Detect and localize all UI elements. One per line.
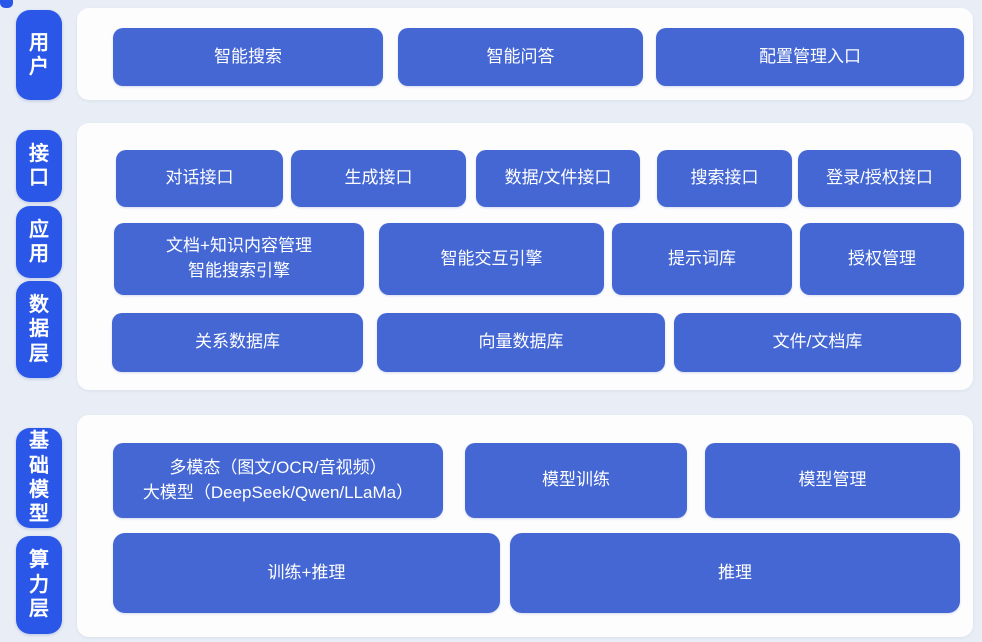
node-model-training: 模型训练 bbox=[465, 443, 687, 518]
node-relational-database: 关系数据库 bbox=[112, 313, 363, 372]
layer-pill-label: 用户 bbox=[29, 31, 49, 78]
node-data-file-api: 数据/文件接口 bbox=[476, 150, 640, 207]
node-file-document-store: 文件/文档库 bbox=[674, 313, 961, 372]
node-authorization-management: 授权管理 bbox=[800, 223, 964, 295]
node-training-plus-inference: 训练+推理 bbox=[113, 533, 500, 613]
layer-pill-label: 算力层 bbox=[29, 549, 49, 621]
cropped-shape-top-left bbox=[0, 0, 13, 8]
node-config-management-entry: 配置管理入口 bbox=[656, 28, 964, 86]
band-middle-layers: 接口 应用 数据层 对话接口 生成接口 数据/文件接口 搜索接口 登录/授权接口… bbox=[0, 123, 982, 390]
node-login-auth-api: 登录/授权接口 bbox=[798, 150, 961, 207]
layer-pill-data-layer: 数据层 bbox=[16, 281, 62, 378]
node-smart-search: 智能搜索 bbox=[113, 28, 383, 86]
layer-pill-label: 接口 bbox=[29, 142, 49, 189]
node-dialog-api: 对话接口 bbox=[116, 150, 283, 207]
layer-pill-label: 基础模型 bbox=[29, 430, 49, 526]
node-model-management: 模型管理 bbox=[705, 443, 960, 518]
node-prompt-library: 提示词库 bbox=[612, 223, 792, 295]
node-smart-qa: 智能问答 bbox=[398, 28, 643, 86]
band-user-layer: 用户 智能搜索 智能问答 配置管理入口 bbox=[0, 8, 982, 100]
layer-pill-label: 数据层 bbox=[29, 293, 49, 365]
node-vector-database: 向量数据库 bbox=[377, 313, 665, 372]
layer-pill-foundation-model: 基础模型 bbox=[16, 428, 62, 528]
node-generation-api: 生成接口 bbox=[291, 150, 466, 207]
layer-pill-application: 应用 bbox=[16, 206, 62, 278]
node-smart-interaction-engine: 智能交互引擎 bbox=[379, 223, 604, 295]
layer-pill-interface: 接口 bbox=[16, 130, 62, 202]
layer-pill-label: 应用 bbox=[29, 218, 49, 265]
node-multimodal-llm: 多模态（图文/OCR/音视频） 大模型（DeepSeek/Qwen/LLaMa） bbox=[113, 443, 443, 518]
layer-pill-user: 用户 bbox=[16, 10, 62, 100]
node-inference: 推理 bbox=[510, 533, 960, 613]
node-search-api: 搜索接口 bbox=[657, 150, 792, 207]
layer-pill-compute-layer: 算力层 bbox=[16, 536, 62, 634]
node-doc-knowledge-search-engine: 文档+知识内容管理 智能搜索引擎 bbox=[114, 223, 364, 295]
band-bottom-layers: 基础模型 算力层 多模态（图文/OCR/音视频） 大模型（DeepSeek/Qw… bbox=[0, 415, 982, 637]
